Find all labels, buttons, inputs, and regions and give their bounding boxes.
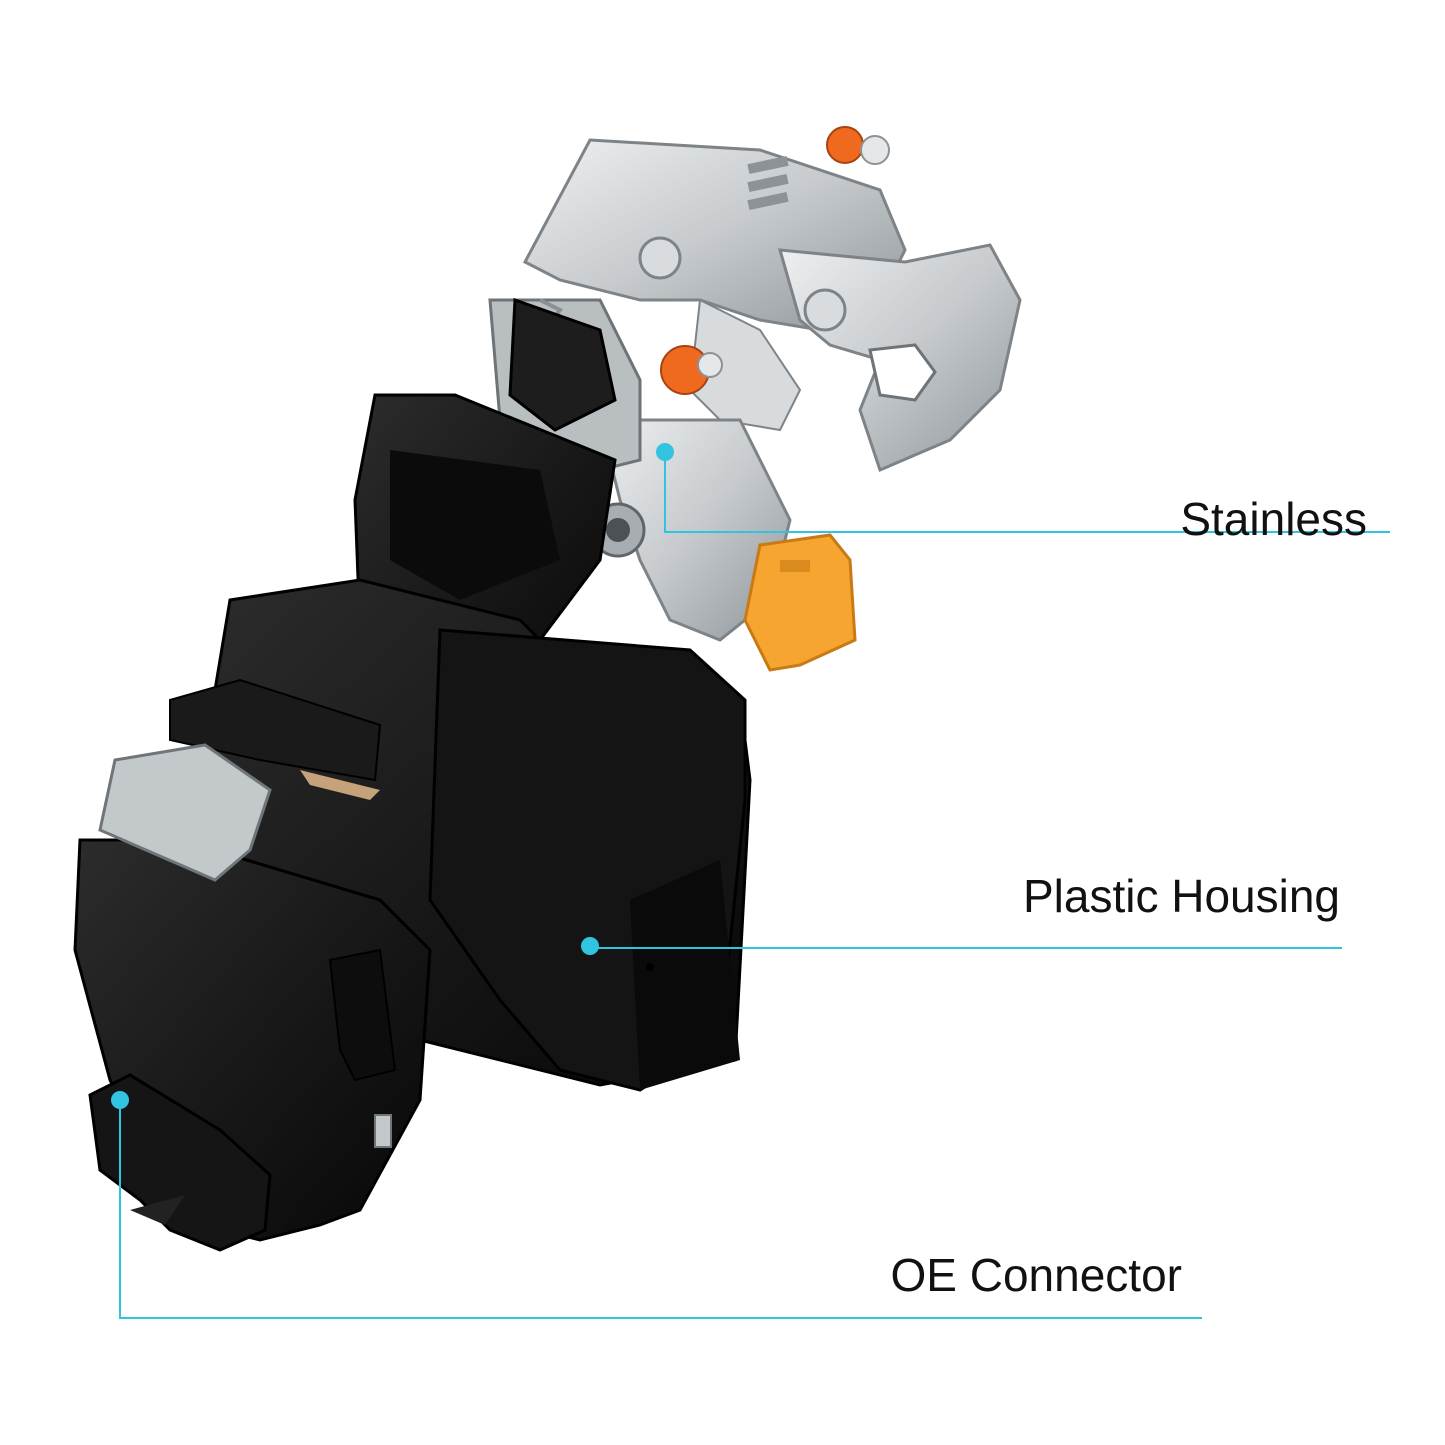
callout-stainless [656, 443, 1390, 533]
orange-pins [660, 126, 890, 395]
callout-oe-connector [111, 1091, 1202, 1319]
plastic-housing [73, 297, 752, 1252]
callout-dot-plastic-housing [581, 937, 599, 955]
callout-dot-stainless [656, 443, 674, 461]
callout-dot-oe-connector [111, 1091, 129, 1109]
label-plastic-housing: Plastic Housing [1022, 870, 1340, 922]
callout-plastic-housing [581, 937, 1342, 955]
orange-rod-clip [743, 533, 857, 672]
label-oe-connector: OE Connector [890, 1249, 1182, 1301]
label-stainless: Stainless [1180, 493, 1367, 545]
